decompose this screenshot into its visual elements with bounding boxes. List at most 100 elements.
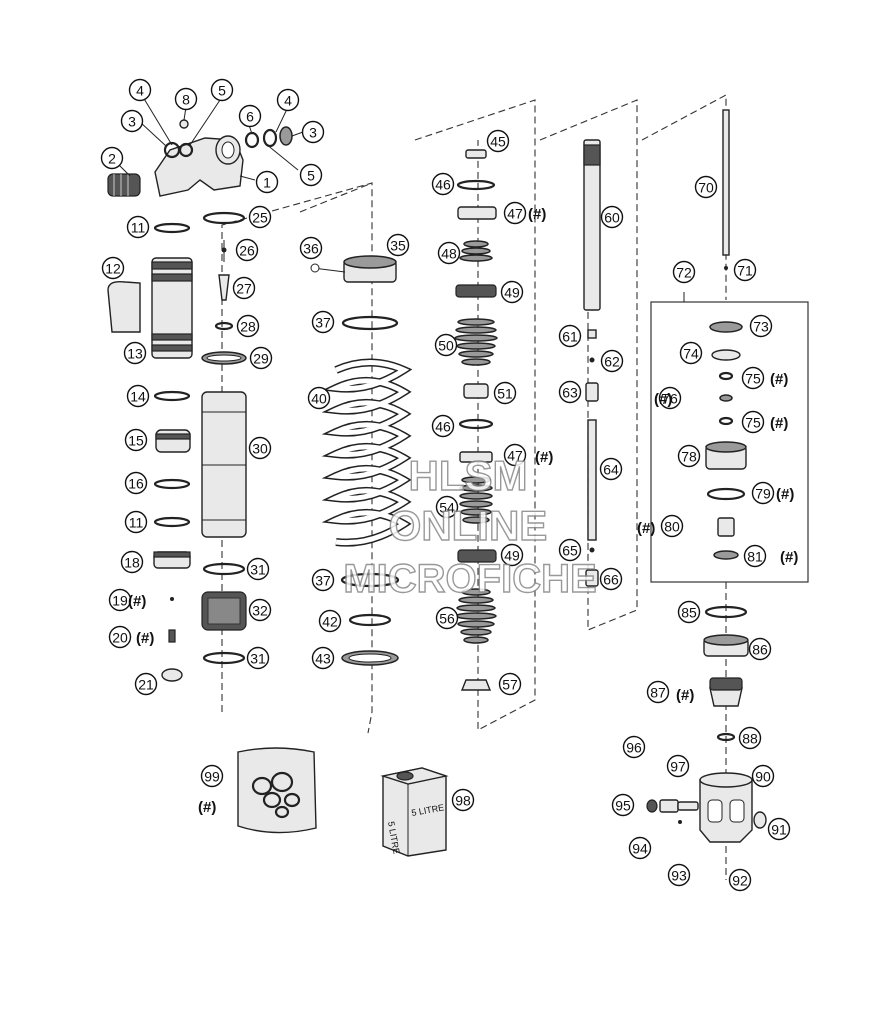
clevis-90 bbox=[699, 772, 753, 843]
callout-46: 46 bbox=[431, 414, 455, 438]
group-72-box bbox=[650, 301, 809, 583]
callout-5: 5 bbox=[299, 163, 323, 187]
callout-5: 5 bbox=[210, 78, 234, 102]
callout-number: 56 bbox=[439, 611, 455, 627]
shim-stack-50 bbox=[454, 318, 498, 366]
callout-number: 20 bbox=[112, 630, 128, 646]
callout-number: 66 bbox=[603, 572, 619, 588]
callout-45: 45 bbox=[486, 129, 510, 153]
callout-circle bbox=[751, 764, 775, 788]
callout-circle bbox=[666, 754, 690, 778]
callout-circle bbox=[255, 170, 279, 194]
callout-3: 3 bbox=[301, 120, 325, 144]
callout-37: 37 bbox=[311, 310, 335, 334]
callout-number: 11 bbox=[131, 220, 146, 236]
callout-number: 43 bbox=[315, 651, 331, 667]
callout-66: 66 bbox=[599, 567, 623, 591]
callout-29: 29 bbox=[249, 346, 273, 370]
callout-circle bbox=[174, 87, 198, 111]
callout-number: 70 bbox=[698, 180, 714, 196]
shim-stack-56 bbox=[455, 588, 497, 644]
callout-95: 95 bbox=[611, 793, 635, 817]
callout-26: 26 bbox=[235, 238, 259, 262]
callout-25: 25 bbox=[248, 205, 272, 229]
callout-number: 5 bbox=[218, 83, 226, 99]
watermark-line2: ONLINE bbox=[389, 502, 548, 549]
callout-79: 79 bbox=[751, 481, 775, 505]
callout-circle bbox=[500, 280, 524, 304]
callout-number: 30 bbox=[252, 441, 268, 457]
callout-circle bbox=[646, 680, 670, 704]
callout-8: 8 bbox=[174, 87, 198, 111]
callout-27: 27 bbox=[232, 276, 256, 300]
callout-circle bbox=[299, 236, 323, 260]
callout-93: 93 bbox=[667, 863, 691, 887]
callout-46: 46 bbox=[431, 172, 455, 196]
callout-number: 31 bbox=[250, 562, 266, 578]
callout-number: 18 bbox=[124, 555, 140, 571]
watermark: HLSM ONLINE MICROFICHE bbox=[343, 451, 598, 601]
callout-number: 71 bbox=[737, 263, 753, 279]
callout-number: 86 bbox=[752, 642, 768, 658]
callout-number: 21 bbox=[138, 677, 154, 693]
callout-circle bbox=[126, 384, 150, 408]
callout-65: 65 bbox=[558, 538, 582, 562]
callout-number: 81 bbox=[747, 549, 763, 565]
callout-92: 92 bbox=[728, 868, 752, 892]
callout-circle bbox=[600, 205, 624, 229]
callout-circle bbox=[743, 544, 767, 568]
callout-circle bbox=[248, 598, 272, 622]
callout-circle bbox=[767, 817, 791, 841]
valve-parts-93-97 bbox=[646, 799, 767, 829]
callout-31: 31 bbox=[246, 557, 270, 581]
callout-number: 8 bbox=[182, 92, 190, 108]
callout-number: 54 bbox=[439, 500, 455, 516]
callout-number: 42 bbox=[322, 614, 338, 630]
callout-circle bbox=[246, 557, 270, 581]
callout-4: 4 bbox=[128, 78, 152, 102]
callout-81: 81 bbox=[743, 544, 767, 568]
callout-number: 32 bbox=[252, 603, 268, 619]
callout-circle bbox=[733, 258, 757, 282]
callout-number: 3 bbox=[309, 125, 317, 141]
callout-number: 29 bbox=[253, 351, 269, 367]
callout-12: 12 bbox=[101, 256, 125, 280]
callout-number: 76 bbox=[662, 391, 678, 407]
callout-number: 73 bbox=[753, 319, 769, 335]
callout-circle bbox=[749, 314, 773, 338]
callout-circle bbox=[210, 78, 234, 102]
callout-3: 3 bbox=[120, 109, 144, 133]
callout-number: 13 bbox=[127, 346, 143, 362]
callout-72: 72 bbox=[672, 260, 696, 284]
callout-circle bbox=[318, 609, 342, 633]
callout-circle bbox=[741, 366, 765, 390]
spring-adjuster-35 bbox=[310, 255, 397, 283]
callout-circle bbox=[108, 588, 132, 612]
optional-part-mark: (#) bbox=[535, 449, 553, 466]
callout-circle bbox=[108, 625, 132, 649]
watermark-line1: HLSM bbox=[409, 452, 528, 499]
callout-49: 49 bbox=[500, 280, 524, 304]
callout-circle bbox=[123, 341, 147, 365]
callout-13: 13 bbox=[123, 341, 147, 365]
callout-number: 5 bbox=[307, 168, 315, 184]
callout-circle bbox=[628, 836, 652, 860]
callout-circle bbox=[249, 346, 273, 370]
callout-91: 91 bbox=[767, 817, 791, 841]
callout-number: 26 bbox=[239, 243, 255, 259]
optional-part-mark: (#) bbox=[654, 391, 672, 408]
callout-14: 14 bbox=[126, 384, 150, 408]
callout-40: 40 bbox=[307, 386, 331, 410]
callout-number: 28 bbox=[240, 319, 256, 335]
callout-number: 6 bbox=[246, 109, 254, 125]
callout-circle bbox=[503, 443, 527, 467]
callout-circle bbox=[238, 104, 262, 128]
callout-number: 75 bbox=[745, 371, 761, 387]
callout-number: 90 bbox=[755, 769, 771, 785]
callout-circle bbox=[134, 672, 158, 696]
callout-circle bbox=[435, 495, 459, 519]
callout-42: 42 bbox=[318, 609, 342, 633]
callout-number: 87 bbox=[650, 685, 666, 701]
